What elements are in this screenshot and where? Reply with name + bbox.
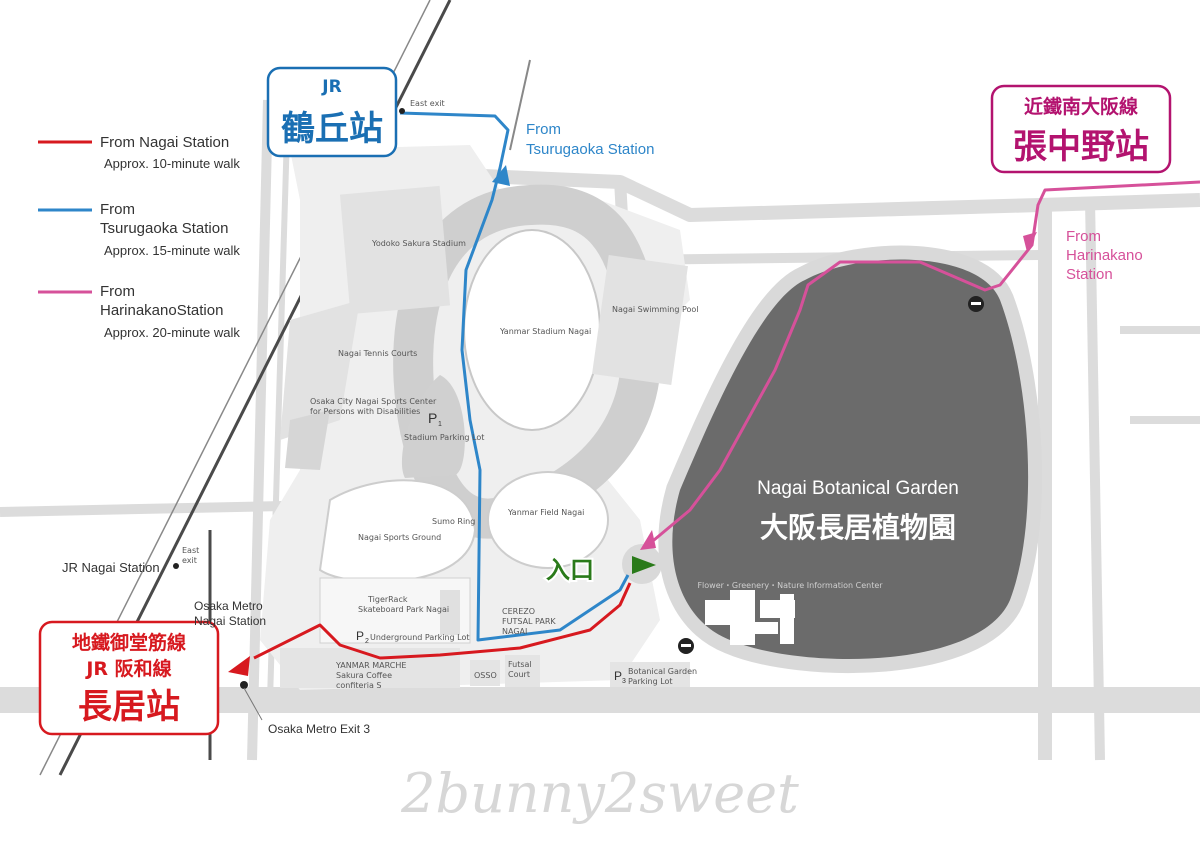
sports-ground-label: Nagai Sports Ground (358, 533, 441, 542)
legend-harinakano-walk: Approx. 20-minute walk (104, 325, 240, 340)
station-box-nagai: 地鐵御堂筋線 JR 阪和線 長居站 (38, 620, 220, 736)
legend-harinakano-title: From (100, 283, 135, 300)
osso-label: OSSO (474, 671, 497, 680)
cerezo-label: CEREZO (502, 607, 535, 616)
place-labels: East exit East exit JR Nagai Station Osa… (62, 99, 699, 736)
skate-label-2: Skateboard Park Nagai (358, 605, 449, 614)
info-center-label: Flower・Greenery・Nature Information Cente… (697, 581, 883, 590)
yanmar-stadium-label: Yanmar Stadium Nagai (499, 327, 591, 336)
p3-label: P (614, 669, 622, 683)
field-label: Yanmar Field Nagai (507, 508, 584, 517)
bg-parking-label-2: Parking Lot (628, 677, 673, 686)
yodoko-label: Yodoko Sakura Stadium (371, 239, 466, 248)
osaka-metro-label: Osaka Metro (194, 599, 263, 613)
east-exit-bottom: East (182, 546, 199, 555)
legend-nagai-title: From Nagai Station (100, 134, 229, 151)
garden-name-zh: 大阪長居植物園 (760, 511, 956, 544)
p1-sub: 1 (438, 421, 442, 428)
skate-label: TigerRack (367, 595, 408, 604)
underground-parking-label: Underground Parking Lot (370, 633, 469, 642)
route-label-harinakano-2: Harinakano (1066, 247, 1143, 264)
east-exit-top: East exit (410, 99, 445, 108)
legend-tsurugaoka-walk: Approx. 15-minute walk (104, 243, 240, 258)
nagai-name: 長居站 (78, 687, 180, 727)
arrow-harinakano-end-icon (640, 530, 656, 550)
legend-harinakano-title2: HarinakanoStation (100, 302, 223, 319)
p2-sub: 2 (365, 638, 369, 645)
no-entry-icon (678, 296, 984, 654)
entrance-flag-icon (632, 556, 656, 574)
entrance-label: 入口 (546, 556, 594, 584)
jr-nagai-label: JR Nagai Station (62, 560, 160, 575)
nagai-line1: 地鐵御堂筋線 (72, 631, 186, 654)
sports-center-label-2: for Persons with Disabilities (310, 407, 420, 416)
route-label-harinakano: From (1066, 228, 1101, 245)
cerezo-label-2: FUTSAL PARK (502, 617, 556, 626)
sports-center-label: Osaka City Nagai Sports Center (310, 397, 437, 406)
station-dots (173, 108, 405, 689)
p1-label: P (428, 410, 437, 426)
garden-name-en: Nagai Botanical Garden (757, 478, 959, 499)
route-tsurugaoka (399, 111, 630, 642)
arrow-tsurugaoka-icon (492, 165, 510, 186)
watermark: 2bunny2sweet (400, 762, 799, 825)
futsal-label-2: Court (508, 670, 530, 679)
osaka-metro-label-2: Nagai Station (194, 614, 266, 628)
legend-tsurugaoka-title: From (100, 201, 135, 218)
route-nagai (253, 582, 632, 660)
legend: From Nagai Station Approx. 10-minute wal… (38, 134, 240, 340)
botanical-garden (622, 245, 1043, 673)
marche-label-3: confiteria S (336, 681, 382, 690)
arrow-harinakano-icon (1023, 232, 1037, 252)
sumo-label: Sumo Ring (432, 517, 475, 526)
marche-label: YANMAR MARCHE (335, 661, 406, 670)
park-grounds (260, 145, 690, 690)
swimming-label: Nagai Swimming Pool (612, 305, 699, 314)
legend-tsurugaoka-title2: Tsurugaoka Station (100, 220, 228, 237)
p3-sub: 3 (622, 678, 626, 685)
marche-label-2: Sakura Coffee (336, 671, 392, 680)
futsal-label: Futsal (508, 660, 532, 669)
stadium-parking-label: Stadium Parking Lot (404, 433, 484, 442)
east-exit-bottom-2: exit (182, 556, 197, 565)
harinakano-name: 張中野站 (1013, 127, 1149, 167)
legend-nagai-walk: Approx. 10-minute walk (104, 156, 240, 171)
route-label-tsurugaoka-2: Tsurugaoka Station (526, 141, 654, 158)
cerezo-label-3: NAGAI (502, 627, 527, 636)
tsurugaoka-line: JR (321, 77, 341, 97)
nagai-line2: JR 阪和線 (84, 657, 171, 680)
harinakano-line: 近鐵南大阪線 (1024, 95, 1138, 118)
bg-parking-label: Botanical Garden (628, 667, 697, 676)
arrow-nagai-icon (228, 656, 250, 676)
metro-exit3-label: Osaka Metro Exit 3 (268, 722, 370, 736)
route-label-harinakano-3: Station (1066, 266, 1113, 283)
route-label-tsurugaoka: From (526, 121, 561, 138)
tsurugaoka-name: 鶴丘站 (281, 109, 383, 149)
p2-label: P (356, 629, 364, 643)
route-harinakano (647, 180, 1200, 547)
station-box-tsurugaoka: JR 鶴丘站 (266, 66, 398, 158)
tennis-label: Nagai Tennis Courts (338, 349, 417, 358)
station-box-harinakano: 近鐵南大阪線 張中野站 (990, 84, 1172, 174)
